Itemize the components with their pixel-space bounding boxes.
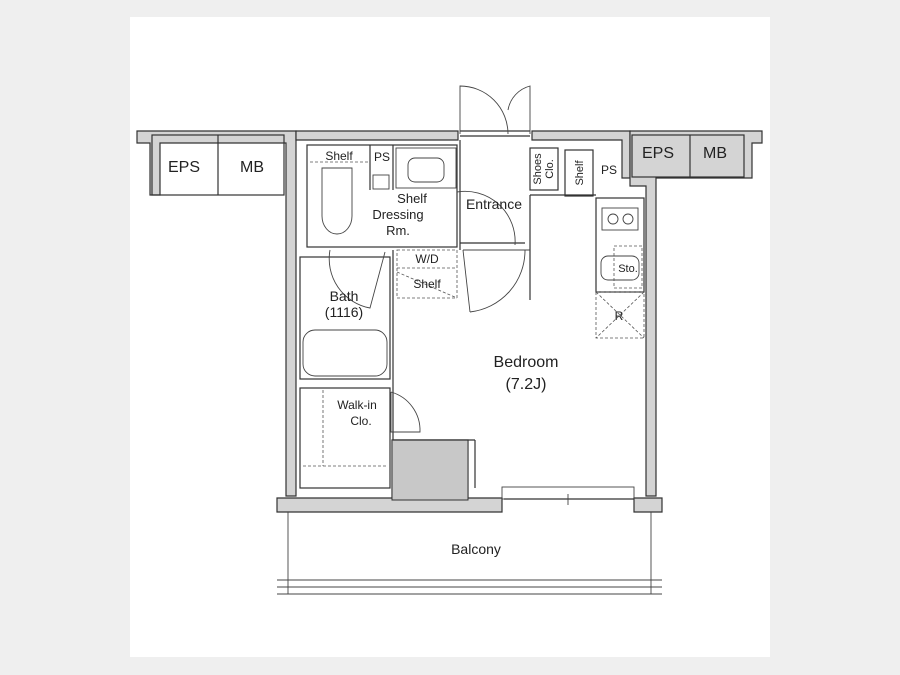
floor-plan-panel	[130, 17, 770, 657]
label-walkin-clo: Clo.	[350, 414, 371, 428]
label-wd: W/D	[415, 252, 439, 266]
label-eps-right: EPS	[642, 145, 674, 162]
label-shelf-entrance: Shelf	[574, 160, 586, 186]
label-bedroom: Bedroom	[494, 354, 559, 371]
label-bedroom-size: (7.2J)	[506, 376, 547, 393]
front-door[interactable]	[459, 85, 531, 137]
top-wall-left	[295, 130, 459, 141]
balcony	[277, 512, 662, 595]
label-storage: Sto.	[618, 263, 638, 275]
label-shoes-clo: Clo.	[544, 159, 556, 179]
label-shelf-dressing: Shelf	[397, 191, 427, 206]
label-dressing: Dressing	[372, 207, 423, 222]
label-shoes: Shoes	[532, 153, 544, 185]
label-shelf-wd: Shelf	[413, 277, 441, 291]
column	[391, 439, 469, 501]
interior-walls	[299, 140, 645, 489]
balcony-window	[501, 486, 635, 505]
utility-block-left	[136, 130, 297, 497]
label-ps-right: PS	[601, 163, 617, 177]
label-dressing-rm: Rm.	[386, 223, 410, 238]
label-balcony: Balcony	[451, 541, 501, 557]
room-labels: EPS MB EPS MB Shelf PS Shelf Dressing Rm…	[168, 145, 727, 557]
bottom-wall-right	[633, 497, 663, 513]
label-bath-size: (1116)	[325, 304, 363, 320]
label-mb-left: MB	[240, 159, 264, 176]
label-walkin: Walk-in	[337, 398, 377, 412]
utility-block-right	[629, 130, 763, 497]
label-mb-right: MB	[703, 145, 727, 162]
label-eps-left: EPS	[168, 159, 200, 176]
label-ps-left: PS	[374, 150, 390, 164]
label-bath: Bath	[330, 288, 359, 304]
label-shelf-toilet: Shelf	[325, 149, 353, 163]
label-entrance: Entrance	[466, 196, 522, 212]
label-refrigerator: R	[615, 309, 624, 323]
